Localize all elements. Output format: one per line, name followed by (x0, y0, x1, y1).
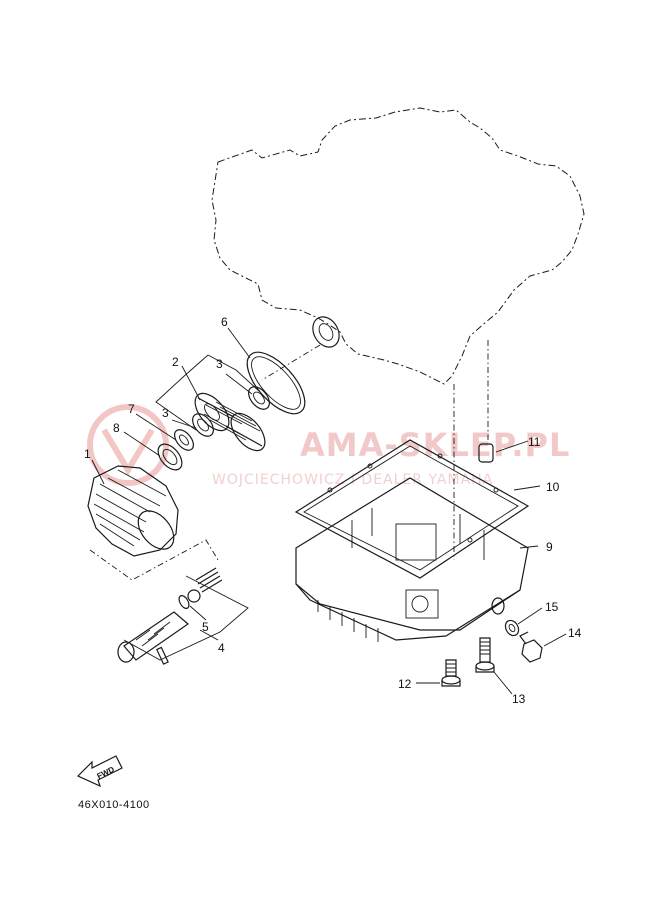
forward-arrow-label: FWD (95, 765, 116, 781)
callout-11: 11 (528, 435, 541, 449)
centerline-filter (261, 344, 321, 381)
callout-6: 6 (221, 315, 228, 329)
watermark-logo-icon (87, 404, 169, 486)
callout-1: 1 (84, 447, 91, 461)
oil-pan-part (295, 477, 529, 642)
bolt-long-part (475, 637, 495, 673)
callout-5: 5 (202, 620, 209, 634)
engine-outline (211, 107, 585, 385)
oil-pan-gasket-part (294, 439, 530, 579)
callout-9: 9 (546, 540, 553, 554)
o-ring-small-lower-part (192, 413, 214, 437)
bolt-short-part (441, 659, 461, 687)
seal-part (157, 443, 183, 471)
callout-2: 2 (172, 355, 179, 369)
callout-15: 15 (545, 600, 559, 614)
watermark: AMA-SKLEP.PL WOJCIECHOWICZ I DEALER YAMA… (87, 404, 570, 488)
callout-14: 14 (568, 626, 582, 640)
group-bracket-upper (155, 354, 261, 431)
filter-element-part (194, 392, 266, 452)
callout-12: 12 (398, 677, 412, 691)
o-ring-part (246, 351, 306, 415)
callout-10: 10 (546, 480, 560, 494)
callout-3-upper: 3 (216, 357, 223, 371)
callouts: 1 2 3 3 4 5 6 7 8 9 10 11 12 13 14 15 (84, 315, 582, 706)
callout-4: 4 (218, 641, 225, 655)
dowel-pin-part (478, 443, 494, 463)
engine-filter-boss (312, 316, 340, 348)
callout-3-lower: 3 (162, 406, 169, 420)
group-bracket-valve (123, 575, 249, 661)
forward-arrow-icon: FWD (76, 755, 123, 788)
watermark-sub-text: WOJCIECHOWICZ I DEALER YAMAHA (212, 472, 493, 488)
drain-washer-part (504, 619, 520, 637)
drain-plug-part (519, 631, 543, 663)
leader-lines (91, 327, 567, 695)
callout-13: 13 (512, 692, 526, 706)
bypass-valve-part (117, 567, 223, 665)
filter-cover-part (87, 465, 179, 557)
watermark-main-text: AMA-SKLEP.PL (300, 426, 570, 464)
washer-part (174, 429, 194, 451)
drawing-code: 46X010-4100 (78, 799, 150, 811)
o-ring-small-upper-part (248, 386, 270, 410)
callout-7: 7 (128, 402, 135, 416)
callout-8: 8 (113, 421, 120, 435)
